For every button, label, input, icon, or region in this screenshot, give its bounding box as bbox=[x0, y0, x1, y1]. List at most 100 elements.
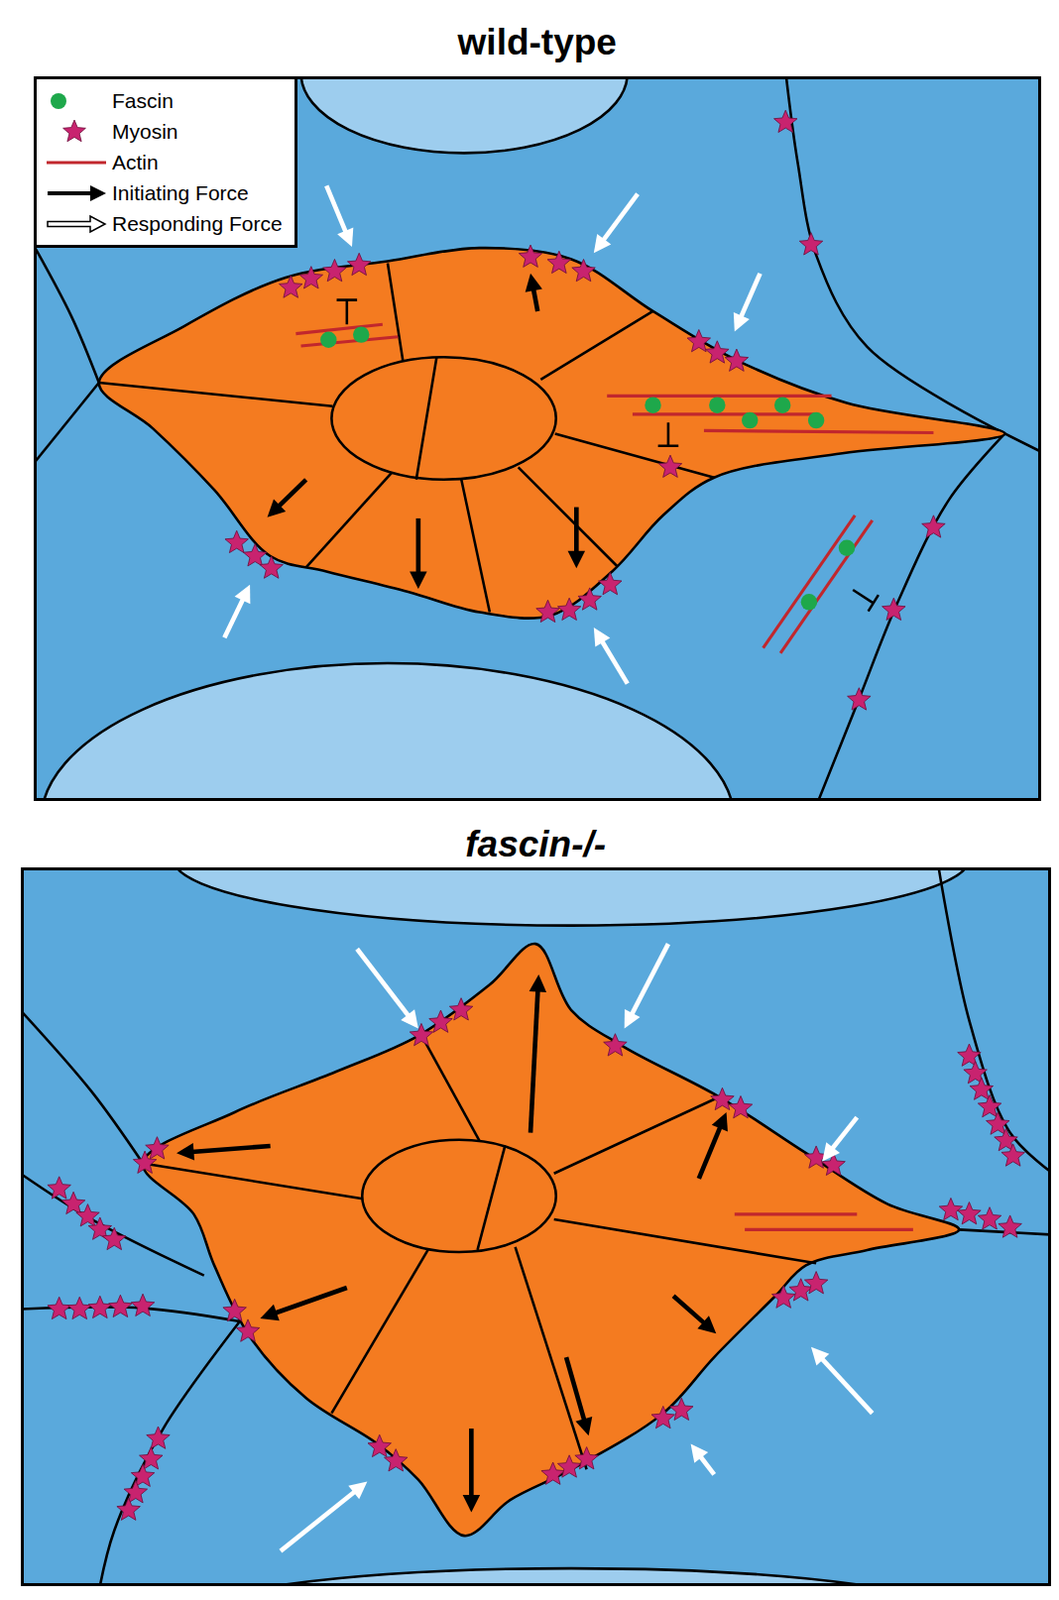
initiating-arrow-shaft bbox=[673, 1295, 706, 1324]
rosette-line bbox=[540, 311, 653, 380]
cell-boundary bbox=[785, 78, 1005, 435]
myosin-star bbox=[658, 455, 682, 477]
tissue bbox=[21, 868, 1050, 1586]
myosin-star bbox=[557, 597, 581, 620]
fascin-dot bbox=[708, 396, 725, 413]
myosin-star bbox=[957, 1202, 981, 1225]
myosin-star bbox=[603, 1034, 627, 1057]
myosin-star bbox=[235, 1319, 259, 1342]
myosin-star bbox=[259, 556, 283, 579]
actin-filament bbox=[606, 394, 831, 398]
responding-arrow-head bbox=[811, 1347, 829, 1367]
fascin-dot bbox=[808, 412, 824, 429]
actin-filament bbox=[734, 1212, 857, 1216]
myosin-star bbox=[518, 244, 542, 267]
myosin-star bbox=[774, 110, 798, 132]
myosin-star bbox=[61, 1191, 85, 1214]
myosin-star bbox=[47, 1176, 71, 1199]
initiating-arrow-shaft bbox=[278, 479, 307, 507]
initiating-arrow-shaft bbox=[469, 1428, 474, 1498]
myosin-star bbox=[687, 329, 710, 352]
myosin-star bbox=[804, 1272, 827, 1295]
actin-filament bbox=[632, 412, 817, 416]
rosette-line bbox=[331, 1249, 429, 1414]
responding-arrow-shaft bbox=[326, 185, 347, 234]
legend-star bbox=[63, 119, 87, 142]
myosin-star bbox=[279, 275, 303, 298]
initiating-arrow-head bbox=[697, 1315, 716, 1334]
myosin-star bbox=[145, 1137, 169, 1160]
legend-label: Responding Force bbox=[112, 212, 283, 236]
responding-arrow-head bbox=[348, 1482, 367, 1501]
myosin-star bbox=[882, 597, 906, 620]
myosin-star bbox=[103, 1227, 126, 1250]
legend-label: Actin bbox=[112, 150, 159, 175]
myosin-star bbox=[429, 1010, 453, 1033]
neighbor-cell bbox=[163, 1568, 980, 1586]
responding-arrow-head bbox=[822, 1142, 840, 1162]
initiating-arrow-shaft bbox=[533, 288, 538, 312]
responding-arrow-shaft bbox=[280, 1491, 355, 1551]
neighbor-cell bbox=[40, 663, 735, 800]
myosin-star bbox=[76, 1204, 100, 1227]
actin-filament bbox=[704, 430, 935, 433]
responding-arrow-shaft bbox=[831, 1117, 857, 1150]
cell-boundary bbox=[34, 239, 99, 383]
myosin-star bbox=[957, 1044, 981, 1066]
responding-arrow-head bbox=[400, 1009, 419, 1029]
legend-row: Myosin bbox=[44, 116, 283, 147]
responding-arrow-shaft bbox=[740, 273, 761, 319]
responding-arrow-shaft bbox=[224, 598, 243, 639]
actin-filament bbox=[295, 324, 382, 334]
responding-arrow-shaft bbox=[601, 640, 628, 684]
inhibition-bar bbox=[852, 589, 879, 612]
rosette-line bbox=[554, 1097, 720, 1175]
rosette-line bbox=[555, 433, 715, 477]
cell-boundary bbox=[34, 382, 99, 468]
myosin-star bbox=[109, 1294, 132, 1317]
rosette-center bbox=[361, 1140, 556, 1253]
neighbor-cell bbox=[173, 868, 970, 926]
myosin-star bbox=[578, 588, 601, 610]
initiating-arrow-head bbox=[575, 1416, 592, 1436]
legend-swatch bbox=[50, 93, 67, 110]
legend-row: Actin bbox=[44, 146, 283, 178]
responding-arrow-head bbox=[733, 312, 750, 333]
initiating-arrow-head bbox=[176, 1143, 195, 1161]
initiating-arrow-shaft bbox=[566, 1357, 585, 1421]
panel-heading-box: wild-type bbox=[33, 22, 1042, 64]
myosin-star bbox=[998, 1215, 1022, 1238]
myosin-star bbox=[706, 341, 729, 363]
myosin-star bbox=[88, 1295, 112, 1318]
legend-sample bbox=[44, 89, 109, 114]
responding-arrow-head bbox=[593, 234, 611, 253]
responding-arrow-head bbox=[593, 627, 610, 648]
rosette-line bbox=[461, 478, 490, 613]
legend-row: Fascin bbox=[44, 85, 283, 117]
panel-title: fascin-/- bbox=[465, 823, 606, 865]
initiating-arrow-head bbox=[259, 1304, 279, 1322]
initiating-arrow-shaft bbox=[530, 989, 538, 1133]
myosin-star bbox=[242, 544, 266, 567]
cell-boundary bbox=[816, 433, 1005, 800]
initiating-arrow-head bbox=[409, 571, 427, 589]
responding-arrow-shaft bbox=[356, 948, 409, 1017]
actin-filament bbox=[301, 337, 399, 347]
legend-label: Myosin bbox=[112, 119, 179, 144]
rosette-line bbox=[387, 263, 403, 362]
legend-sample bbox=[44, 212, 109, 236]
myosin-star bbox=[409, 1023, 433, 1046]
responding-arrow-head bbox=[691, 1444, 709, 1464]
myosin-star bbox=[598, 572, 622, 594]
responding-arrow-shaft bbox=[631, 943, 669, 1016]
responding-arrow-shaft bbox=[602, 194, 638, 241]
legend-sample bbox=[44, 181, 109, 206]
responding-arrow-head bbox=[235, 585, 251, 605]
myosin-star bbox=[130, 1294, 154, 1316]
rosette-line bbox=[423, 1039, 480, 1142]
myosin-star bbox=[47, 1296, 71, 1319]
panel-heading-box: fascin-/- bbox=[20, 824, 1052, 866]
inhibition-bar bbox=[658, 422, 680, 447]
myosin-star bbox=[847, 688, 871, 710]
myosin-star bbox=[651, 1406, 675, 1428]
